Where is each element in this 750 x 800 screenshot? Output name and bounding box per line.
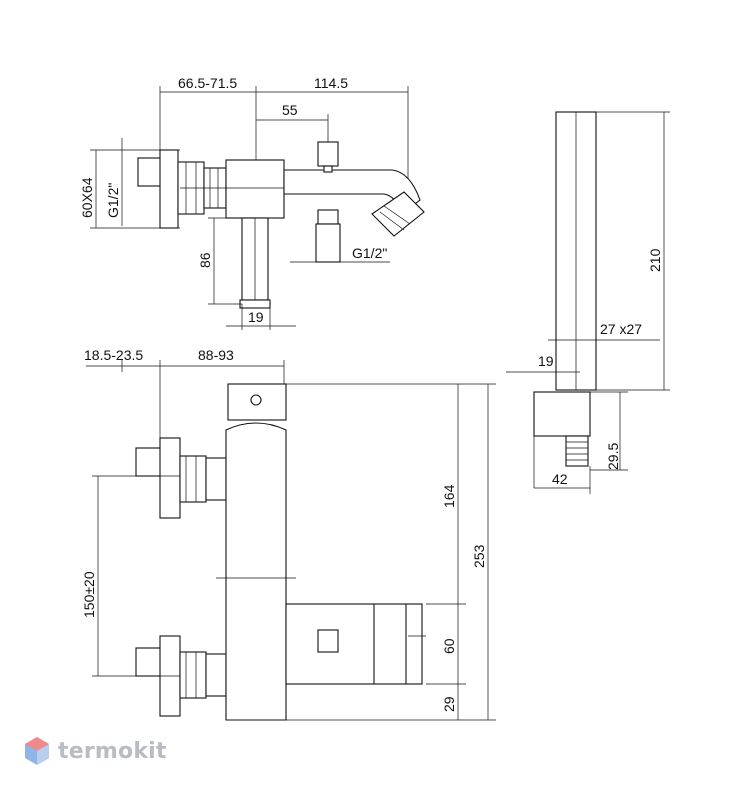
dim-outlet-thread: G1/2"	[352, 245, 387, 261]
dim-front-depth: 88-93	[198, 347, 234, 363]
dim-spout-to-diverter: 55	[282, 102, 298, 118]
dim-spout-length: 114.5	[314, 75, 348, 91]
dim-handle-height: 86	[197, 252, 213, 268]
dim-lower-height: 29	[441, 696, 457, 712]
dim-body-height: 253	[471, 544, 487, 568]
dim-holder-thickness: 19	[538, 353, 554, 369]
dim-front-wall-offset: 18.5-23.5	[84, 347, 143, 363]
dim-flange-size: 60X64	[79, 177, 95, 218]
dim-bracket-height: 29.5	[605, 443, 621, 470]
front-view: 18.5-23.5 88-93 150±20	[81, 347, 496, 721]
dim-handle-width: 19	[248, 309, 264, 325]
watermark: termokit	[24, 736, 167, 766]
dim-bracket-depth: 42	[552, 471, 568, 487]
dim-lever-height: 60	[441, 638, 457, 654]
dim-top-wall-offset: 66.5-71.5	[178, 75, 237, 91]
dim-holder-height: 210	[647, 248, 663, 272]
dim-inlet-spacing: 150±20	[81, 571, 97, 618]
dim-inlet-thread: G1/2"	[105, 183, 121, 218]
watermark-text: termokit	[58, 738, 167, 764]
dim-upper-height: 164	[441, 484, 457, 508]
top-view: 66.5-71.5 114.5 55 60X64 G1/2"	[79, 75, 425, 330]
dim-holder-section: 27 x27	[600, 321, 642, 337]
termokit-logo-icon	[25, 737, 49, 765]
side-view: 210 27 x27 19 29.5 42	[506, 111, 670, 494]
